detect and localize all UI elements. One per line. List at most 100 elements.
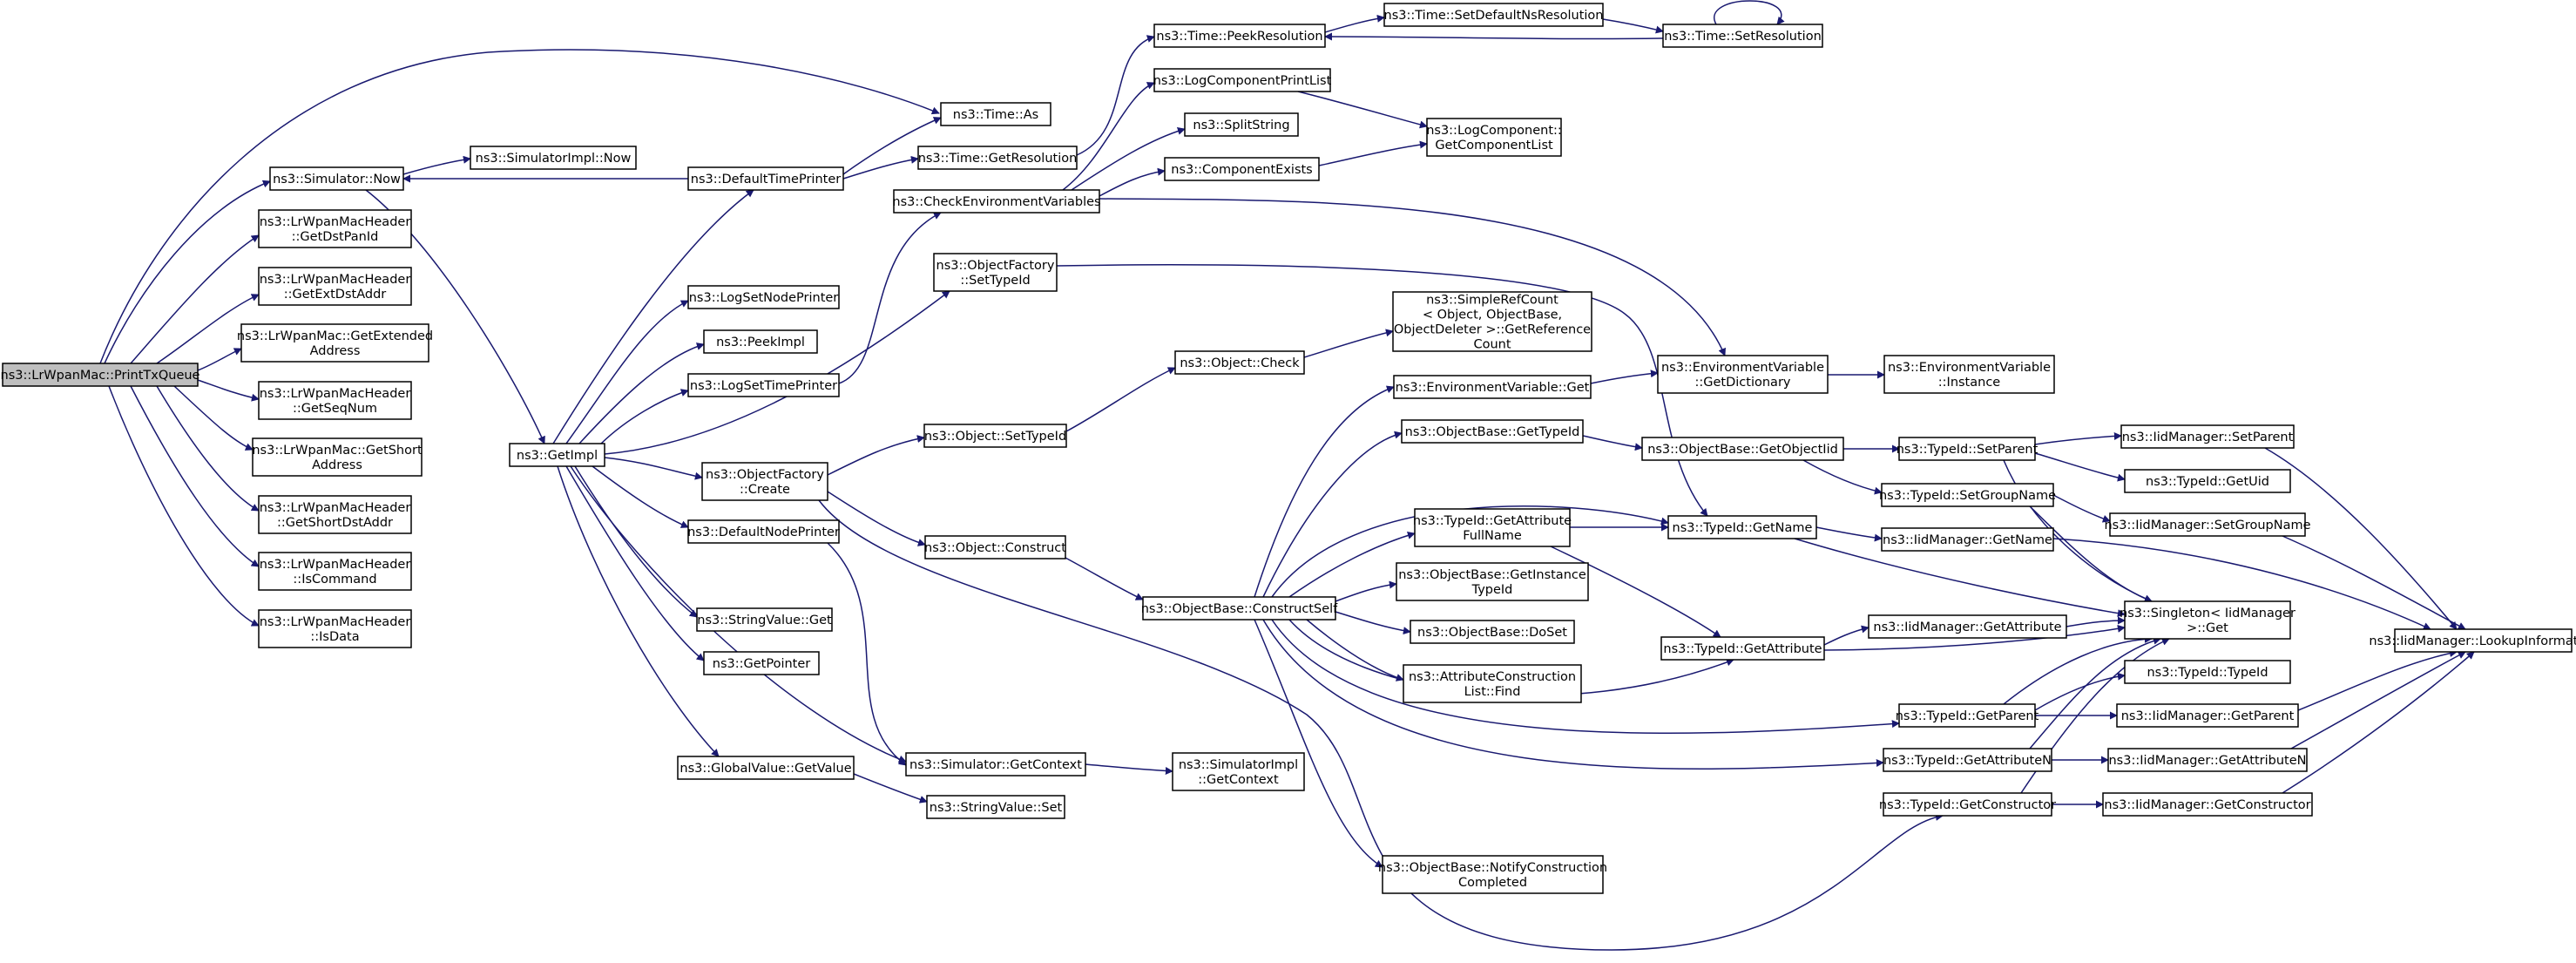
node-objbase_notify[interactable]: ns3::ObjectBase::NotifyConstructionCompl… xyxy=(1378,855,1607,894)
node-splitstring[interactable]: ns3::SplitString xyxy=(1184,112,1299,137)
edge-objbase_constructself-to-objbase_notify xyxy=(1254,619,1383,868)
node-logcomp_getlist[interactable]: ns3::LogComponent::GetComponentList xyxy=(1426,118,1562,157)
node-obj_construct[interactable]: ns3::Object::Construct xyxy=(924,535,1066,559)
node-simimpl_now[interactable]: ns3::SimulatorImpl::Now xyxy=(470,146,637,170)
node-box xyxy=(1883,748,2052,772)
node-time_setres[interactable]: ns3::Time::SetResolution xyxy=(1662,24,1823,48)
edge-objfactory_create-to-typeid_getconstructor xyxy=(818,499,1944,951)
node-label: ns3::StringValue::Get xyxy=(697,614,832,627)
node-logsetnode[interactable]: ns3::LogSetNodePrinter xyxy=(687,285,840,309)
node-typeid_getname[interactable]: ns3::TypeId::GetName xyxy=(1667,515,1817,539)
node-deftimeprinter[interactable]: ns3::DefaultTimePrinter xyxy=(687,166,844,191)
node-iid_setparent[interactable]: ns3::IidManager::SetParent xyxy=(2120,424,2295,449)
node-objbase_getobjectiid[interactable]: ns3::ObjectBase::GetObjectIid xyxy=(1641,437,1844,461)
node-label: ::GetShortDstAddr xyxy=(277,516,393,530)
node-typeid_getconstructor[interactable]: ns3::TypeId::GetConstructor xyxy=(1879,792,2056,817)
node-envvar_instance[interactable]: ns3::EnvironmentVariable::Instance xyxy=(1883,355,2055,394)
node-checkenv[interactable]: ns3::CheckEnvironmentVariables xyxy=(892,189,1101,214)
node-typeid_getattr[interactable]: ns3::TypeId::GetAttribute xyxy=(1660,636,1825,661)
node-hdr_seq[interactable]: ns3::LrWpanMacHeader::GetSeqNum xyxy=(258,381,412,420)
node-envvar_getdict[interactable]: ns3::EnvironmentVariable::GetDictionary xyxy=(1657,355,1829,394)
node-box xyxy=(687,166,844,191)
node-typeid_getuid[interactable]: ns3::TypeId::GetUid xyxy=(2124,469,2291,493)
node-peekimpl[interactable]: ns3::PeekImpl xyxy=(703,329,818,354)
node-box xyxy=(1403,664,1582,703)
node-box xyxy=(2124,600,2291,640)
node-iid_getconstructor[interactable]: ns3::IidManager::GetConstructor xyxy=(2102,792,2313,817)
node-root[interactable]: ns3::LrWpanMac::PrintTxQueue xyxy=(1,363,200,387)
node-box xyxy=(2,363,199,387)
node-typeid_setparent[interactable]: ns3::TypeId::SetParent xyxy=(1897,437,2038,461)
node-typeid_typeid[interactable]: ns3::TypeId::TypeId xyxy=(2124,660,2291,684)
edge-iid_getname-to-iid_lookup xyxy=(2052,538,2431,630)
node-envvar_get[interactable]: ns3::EnvironmentVariable::Get xyxy=(1393,375,1592,399)
edge-envvar_get-to-envvar_getdict xyxy=(1590,370,1659,384)
node-getimpl[interactable]: ns3::GetImpl xyxy=(509,443,605,467)
node-objfactory_settype[interactable]: ns3::ObjectFactory::SetTypeId xyxy=(933,253,1058,292)
node-label: ns3::ObjectBase::GetObjectIid xyxy=(1647,443,1838,457)
edge-typeid_getparent-to-singleton_get xyxy=(2003,634,2153,705)
node-compexists[interactable]: ns3::ComponentExists xyxy=(1164,157,1320,181)
edge-objbase_constructself-to-typeid_getparent xyxy=(1271,619,1900,735)
edge-getimpl-to-peekimpl xyxy=(578,342,705,444)
node-label: ns3::ObjectFactory xyxy=(936,259,1055,273)
node-sim_getcontext[interactable]: ns3::Simulator::GetContext xyxy=(905,752,1086,777)
node-strval_get[interactable]: ns3::StringValue::Get xyxy=(696,607,833,632)
graph-nodes: ns3::LrWpanMac::PrintTxQueuens3::Simulat… xyxy=(1,3,2576,894)
node-iid_getname[interactable]: ns3::IidManager::GetName xyxy=(1881,527,2054,552)
node-label: ns3::PeekImpl xyxy=(716,336,805,349)
edge-typeid_getattrfull-to-typeid_getattr xyxy=(1550,546,1721,638)
node-sim_now[interactable]: ns3::Simulator::Now xyxy=(269,166,404,191)
node-typeid_getattrn[interactable]: ns3::TypeId::GetAttributeN xyxy=(1883,748,2052,772)
node-globalval_get[interactable]: ns3::GlobalValue::GetValue xyxy=(677,756,855,780)
node-objbase_constructself[interactable]: ns3::ObjectBase::ConstructSelf xyxy=(1141,596,1338,621)
node-logcompprint[interactable]: ns3::LogComponentPrintList xyxy=(1153,68,1332,92)
node-defnodeprinter[interactable]: ns3::DefaultNodePrinter xyxy=(687,519,840,544)
node-hdr_isdata[interactable]: ns3::LrWpanMacHeader::IsData xyxy=(258,609,412,648)
node-obj_check[interactable]: ns3::Object::Check xyxy=(1174,350,1305,375)
node-label: ObjectDeleter >::GetReference xyxy=(1394,323,1591,337)
node-obj_settypeid[interactable]: ns3::Object::SetTypeId xyxy=(923,424,1067,448)
node-objbase_gettypeid[interactable]: ns3::ObjectBase::GetTypeId xyxy=(1401,419,1584,444)
node-box xyxy=(2120,424,2295,449)
node-hdr_shortdst[interactable]: ns3::LrWpanMacHeader::GetShortDstAddr xyxy=(258,495,412,534)
edge-time_peekres-to-time_setdefns xyxy=(1324,14,1385,33)
node-hdr_extdst[interactable]: ns3::LrWpanMacHeader::GetExtDstAddr xyxy=(258,267,412,306)
edge-typeid_getattrn-to-singleton_get xyxy=(2029,636,2161,749)
node-iid_getattr[interactable]: ns3::IidManager::GetAttribute xyxy=(1868,614,2067,639)
node-objbase_doset[interactable]: ns3::ObjectBase::DoSet xyxy=(1410,620,1575,644)
node-strval_set[interactable]: ns3::StringValue::Set xyxy=(926,795,1065,819)
node-box xyxy=(1172,752,1305,791)
node-label: ns3::LrWpanMacHeader xyxy=(260,615,411,629)
node-time_peekres[interactable]: ns3::Time::PeekResolution xyxy=(1153,24,1326,48)
node-singleton_get[interactable]: ns3::Singleton< IidManager >::Get xyxy=(2120,600,2295,640)
node-simplerefcount[interactable]: ns3::SimpleRefCount< Object, ObjectBase,… xyxy=(1392,291,1592,352)
node-iid_getparent[interactable]: ns3::IidManager::GetParent xyxy=(2116,703,2299,728)
edge-objfactory_create-to-obj_settypeid xyxy=(827,435,925,476)
edge-objbase_constructself-to-typeid_getattrfull xyxy=(1288,531,1416,598)
node-label: ns3::TypeId::SetGroupName xyxy=(1879,489,2056,503)
node-logsettime[interactable]: ns3::LogSetTimePrinter xyxy=(687,373,840,397)
node-label: ns3::TypeId::GetName xyxy=(1673,521,1813,535)
node-time_getres[interactable]: ns3::Time::GetResolution xyxy=(917,146,1078,170)
node-simimpl_getcontext[interactable]: ns3::SimulatorImpl::GetContext xyxy=(1172,752,1305,791)
node-getpointer[interactable]: ns3::GetPointer xyxy=(703,651,820,675)
node-iid_lookup[interactable]: ns3::IidManager::LookupInformation xyxy=(2369,628,2576,653)
node-box xyxy=(703,329,818,354)
node-box xyxy=(1410,620,1575,644)
node-hdr_dstpan[interactable]: ns3::LrWpanMacHeader::GetDstPanId xyxy=(258,209,412,248)
node-typeid_getparent[interactable]: ns3::TypeId::GetParent xyxy=(1896,703,2039,728)
node-objfactory_create[interactable]: ns3::ObjectFactory::Create xyxy=(701,462,828,501)
node-typeid_setgroup[interactable]: ns3::TypeId::SetGroupName xyxy=(1879,483,2056,507)
edge-objfactory_create-to-obj_construct xyxy=(827,491,926,546)
node-iid_setgroup[interactable]: ns3::IidManager::SetGroupName xyxy=(2104,512,2311,537)
node-time_as[interactable]: ns3::Time::As xyxy=(940,102,1051,126)
node-time_setdefns[interactable]: ns3::Time::SetDefaultNsResolution xyxy=(1383,3,1604,27)
node-iid_getattrn[interactable]: ns3::IidManager::GetAttributeN xyxy=(2107,748,2308,772)
node-hdr_iscmd[interactable]: ns3::LrWpanMacHeader::IsCommand xyxy=(258,552,412,591)
